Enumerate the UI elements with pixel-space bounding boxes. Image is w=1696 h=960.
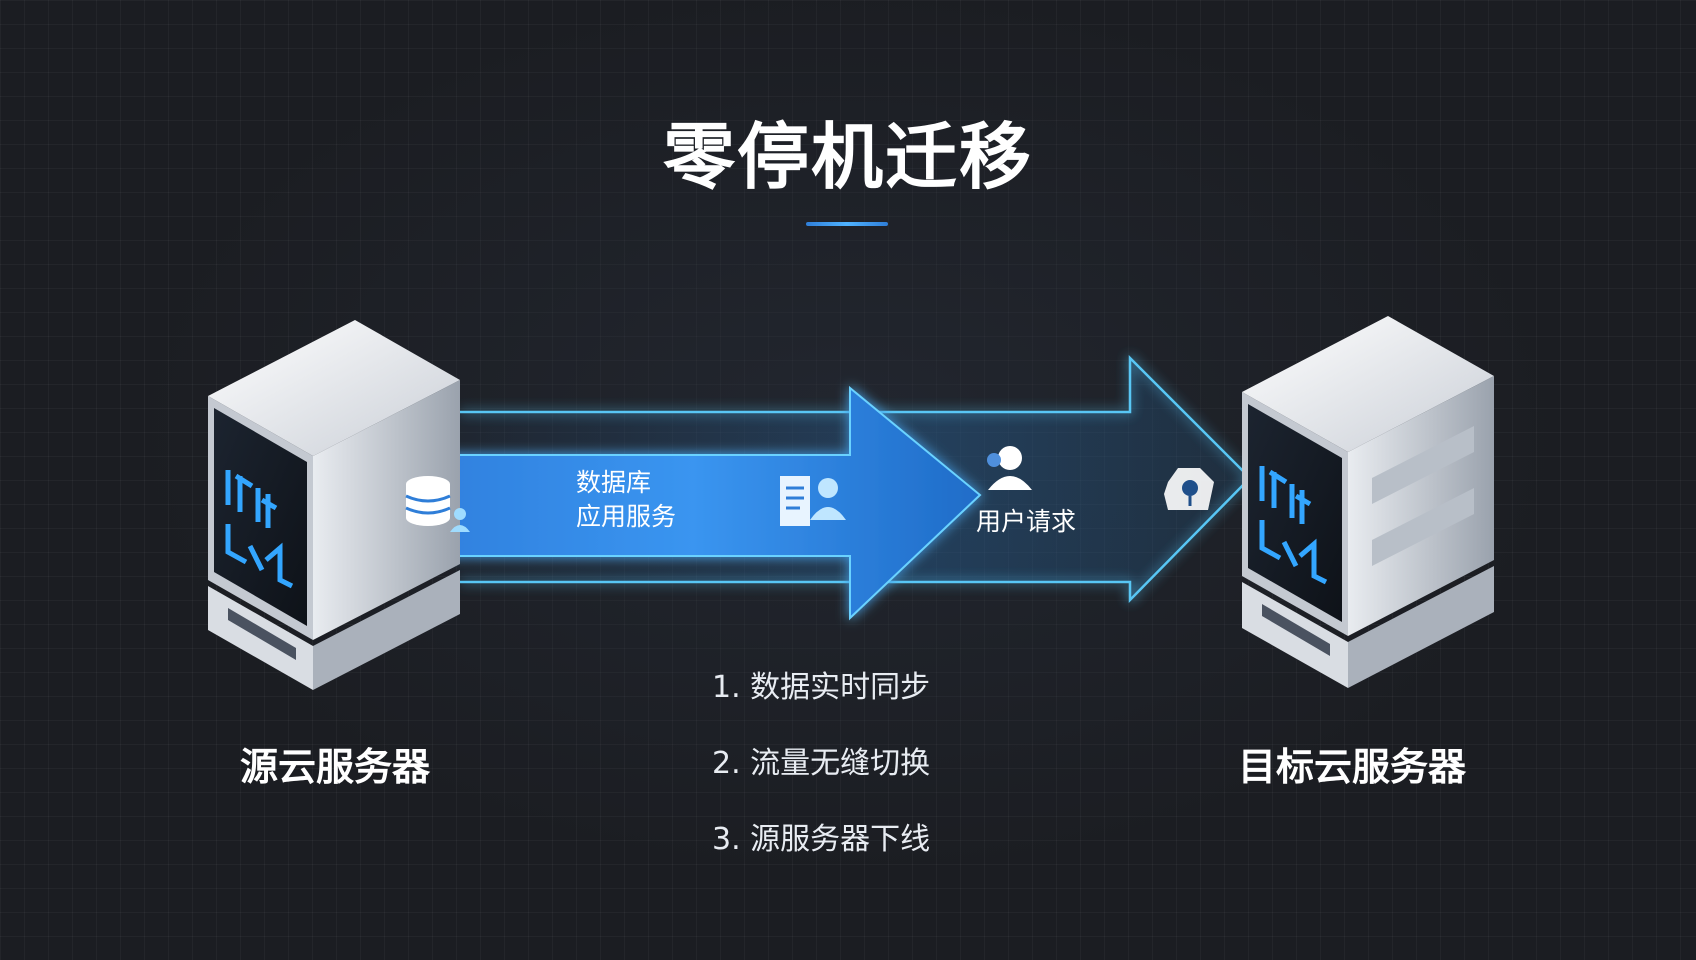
step-item: 1. 数据实时同步 (712, 670, 931, 705)
title-underline (806, 222, 888, 226)
database-user-icon (405, 476, 470, 532)
location-pin-icon (1164, 468, 1214, 510)
page-title: 零停机迁移 (662, 115, 1033, 199)
payload-label-services: 应用服务 (576, 502, 677, 531)
source-server-label: 源云服务器 (240, 745, 431, 789)
document-user-icon (780, 476, 846, 526)
target-server-label: 目标云服务器 (1238, 745, 1467, 789)
target-server-glyph (1259, 466, 1328, 585)
user-request-label: 用户请求 (976, 507, 1077, 536)
step-item: 2. 流量无缝切换 (712, 746, 931, 781)
source-server-glyph (225, 470, 294, 589)
source-server (208, 320, 460, 690)
payload-label-database: 数据库 (576, 468, 652, 497)
steps-list: 1. 数据实时同步 2. 流量无缝切换 3. 源服务器下线 (712, 668, 930, 896)
user-icon (987, 446, 1032, 490)
target-server (1242, 316, 1494, 688)
step-item: 3. 源服务器下线 (712, 822, 931, 857)
